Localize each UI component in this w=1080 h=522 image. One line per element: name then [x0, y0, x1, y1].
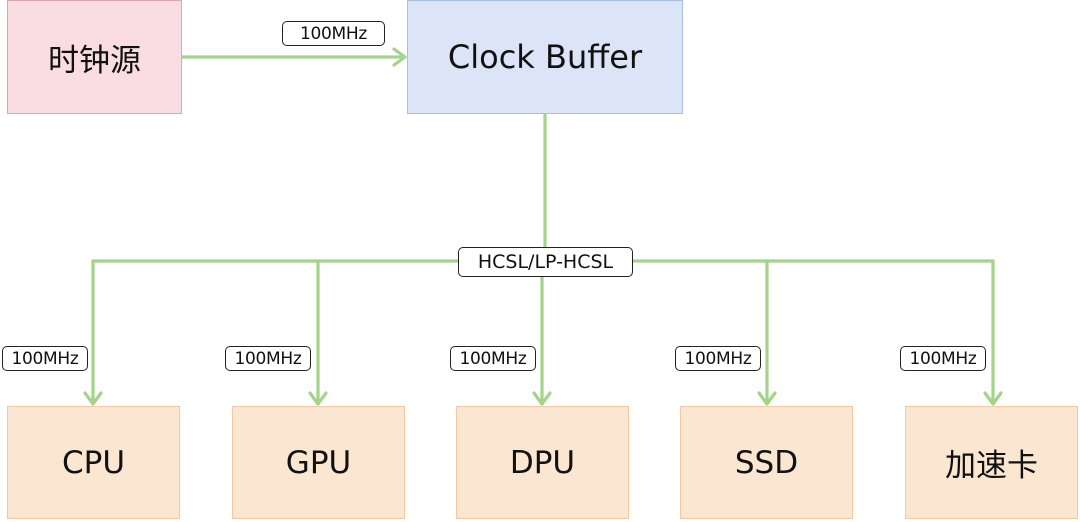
device-frequency-tag-ssd: 100MHz [675, 346, 761, 371]
device-frequency-tag-accelerator: 100MHz [900, 346, 986, 371]
device-label: CPU [61, 444, 126, 481]
device-label: GPU [285, 444, 352, 481]
device-label: DPU [509, 444, 576, 481]
device-frequency-text: 100MHz [11, 348, 79, 369]
clock-buffer-node: Clock Buffer [407, 0, 683, 114]
drop-arrowhead-dpu [532, 391, 552, 406]
device-node-cpu: CPU [7, 406, 180, 519]
drop-arrowhead-ssd [757, 391, 777, 406]
clock-source-node: 时钟源 [7, 0, 182, 114]
device-frequency-text: 100MHz [234, 348, 302, 369]
device-node-dpu: DPU [456, 406, 629, 519]
device-frequency-tag-cpu: 100MHz [2, 346, 88, 371]
device-label: 加速卡 [945, 448, 1038, 484]
clock-source-label: 时钟源 [48, 42, 141, 79]
drop-arrowhead-accelerator [983, 391, 1003, 406]
source-frequency-text: 100MHz [299, 23, 368, 44]
drop-arrowhead-cpu [83, 391, 103, 406]
device-node-ssd: SSD [680, 406, 853, 519]
device-node-accelerator: 加速卡 [905, 406, 1078, 519]
device-label: SSD [734, 444, 799, 481]
device-node-gpu: GPU [232, 406, 405, 519]
device-frequency-text: 100MHz [459, 348, 527, 369]
bus-standard-text: HCSL/LP-HCSL [477, 251, 614, 273]
device-frequency-tag-dpu: 100MHz [450, 346, 536, 371]
device-frequency-text: 100MHz [684, 348, 752, 369]
drop-arrowhead-gpu [308, 391, 328, 406]
clock-buffer-label: Clock Buffer [447, 38, 643, 76]
source-to-buffer-arrowhead [392, 47, 407, 67]
device-frequency-tag-gpu: 100MHz [225, 346, 311, 371]
device-frequency-text: 100MHz [909, 348, 977, 369]
bus-standard-tag: HCSL/LP-HCSL [458, 247, 633, 277]
source-frequency-tag: 100MHz [282, 21, 385, 46]
